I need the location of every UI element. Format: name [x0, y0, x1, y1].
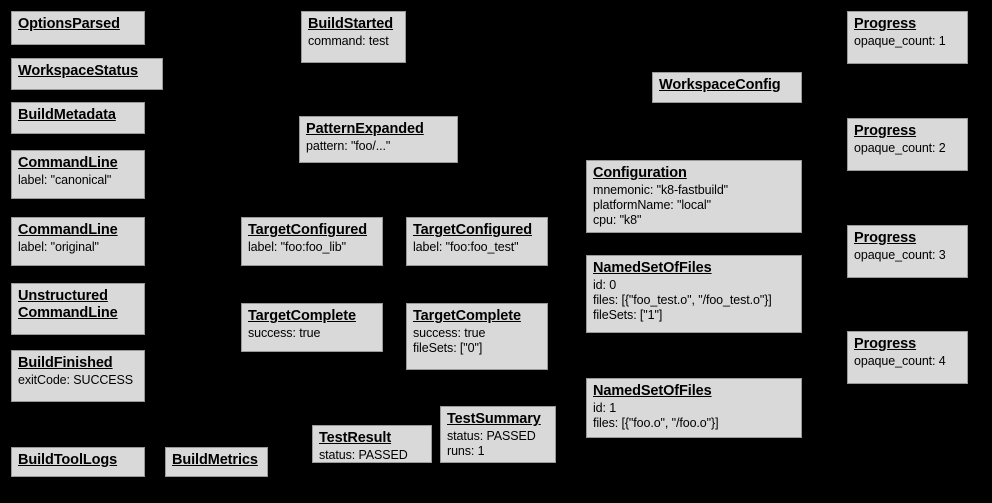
node-title: TargetComplete	[413, 308, 521, 324]
node-configuration[interactable]: Configuration mnemonic: "k8-fastbuild" pl…	[586, 160, 802, 233]
node-fields: label: "canonical"	[18, 173, 112, 187]
node-progress-1[interactable]: Progress opaque_count: 1	[847, 11, 968, 64]
node-title: Progress	[854, 16, 917, 32]
node-unstructured-command-line[interactable]: Unstructured CommandLine	[11, 283, 145, 335]
node-options-parsed[interactable]: OptionsParsed	[11, 11, 145, 45]
node-named-set-of-files-0[interactable]: NamedSetOfFiles id: 0 files: [{"foo_test.…	[586, 255, 802, 333]
node-fields: label: "foo:foo_test"	[413, 240, 519, 254]
node-named-set-of-files-1[interactable]: NamedSetOfFiles id: 1 files: [{"foo.o", "…	[586, 378, 802, 438]
node-fields: opaque_count: 1	[854, 34, 946, 48]
node-fields: exitCode: SUCCESS	[18, 373, 134, 387]
node-command-line-canonical[interactable]: CommandLine label: "canonical"	[11, 150, 145, 199]
node-build-tool-logs[interactable]: BuildToolLogs	[11, 447, 145, 477]
node-build-started[interactable]: BuildStarted command: test	[301, 11, 406, 63]
node-title: TestResult	[319, 430, 392, 446]
node-title: TargetConfigured	[413, 222, 532, 238]
node-title: WorkspaceStatus	[18, 63, 138, 79]
node-target-configured-test[interactable]: TargetConfigured label: "foo:foo_test"	[406, 217, 548, 266]
node-title: WorkspaceConfig	[659, 77, 781, 93]
node-fields: command: test	[308, 34, 389, 48]
node-title: BuildMetadata	[18, 107, 116, 123]
node-fields: id: 1 files: [{"foo.o", "/foo.o"}]	[593, 401, 719, 430]
node-progress-2[interactable]: Progress opaque_count: 2	[847, 118, 968, 171]
node-title: Progress	[854, 123, 917, 139]
node-fields: status: PASSED	[319, 448, 408, 462]
node-title: BuildMetrics	[172, 452, 258, 468]
node-title: PatternExpanded	[306, 121, 424, 137]
node-pattern-expanded[interactable]: PatternExpanded pattern: "foo/..."	[299, 116, 458, 163]
node-title: TestSummary	[447, 411, 541, 427]
node-fields: success: true	[248, 326, 321, 340]
node-progress-3[interactable]: Progress opaque_count: 3	[847, 225, 968, 278]
node-title: BuildToolLogs	[18, 452, 118, 468]
node-fields: id: 0 files: [{"foo_test.o", "/foo_test.…	[593, 278, 772, 322]
node-title: NamedSetOfFiles	[593, 260, 712, 276]
node-fields: opaque_count: 4	[854, 354, 946, 368]
node-fields: label: "original"	[18, 240, 99, 254]
node-workspace-status[interactable]: WorkspaceStatus	[11, 58, 163, 90]
node-title: Configuration	[593, 165, 687, 181]
node-test-result[interactable]: TestResult status: PASSED	[312, 425, 432, 463]
node-fields: pattern: "foo/..."	[306, 139, 391, 153]
node-fields: success: true fileSets: ["0"]	[413, 326, 486, 355]
node-title: TargetConfigured	[248, 222, 367, 238]
node-title: TargetComplete	[248, 308, 356, 324]
node-target-configured-lib[interactable]: TargetConfigured label: "foo:foo_lib"	[241, 217, 383, 266]
node-fields: mnemonic: "k8-fastbuild" platformName: "…	[593, 183, 729, 227]
node-fields: opaque_count: 3	[854, 248, 946, 262]
node-title: CommandLine	[18, 222, 118, 238]
node-target-complete-lib[interactable]: TargetComplete success: true	[241, 303, 383, 352]
node-command-line-original[interactable]: CommandLine label: "original"	[11, 217, 145, 266]
node-test-summary[interactable]: TestSummary status: PASSED runs: 1	[440, 406, 556, 463]
node-fields: opaque_count: 2	[854, 141, 946, 155]
node-workspace-config[interactable]: WorkspaceConfig	[652, 72, 802, 103]
node-build-metrics[interactable]: BuildMetrics	[165, 447, 268, 477]
node-title: Unstructured CommandLine	[18, 288, 118, 321]
node-title: BuildFinished	[18, 355, 113, 371]
node-build-finished[interactable]: BuildFinished exitCode: SUCCESS	[11, 350, 145, 402]
node-title: NamedSetOfFiles	[593, 383, 712, 399]
node-progress-4[interactable]: Progress opaque_count: 4	[847, 331, 968, 384]
node-fields: label: "foo:foo_lib"	[248, 240, 346, 254]
node-title: BuildStarted	[308, 16, 394, 32]
node-target-complete-test[interactable]: TargetComplete success: true fileSets: ["…	[406, 303, 548, 370]
node-fields: status: PASSED runs: 1	[447, 429, 536, 458]
node-build-metadata[interactable]: BuildMetadata	[11, 102, 145, 134]
node-title: Progress	[854, 230, 917, 246]
node-title: CommandLine	[18, 155, 118, 171]
node-title: OptionsParsed	[18, 16, 120, 32]
node-title: Progress	[854, 336, 917, 352]
